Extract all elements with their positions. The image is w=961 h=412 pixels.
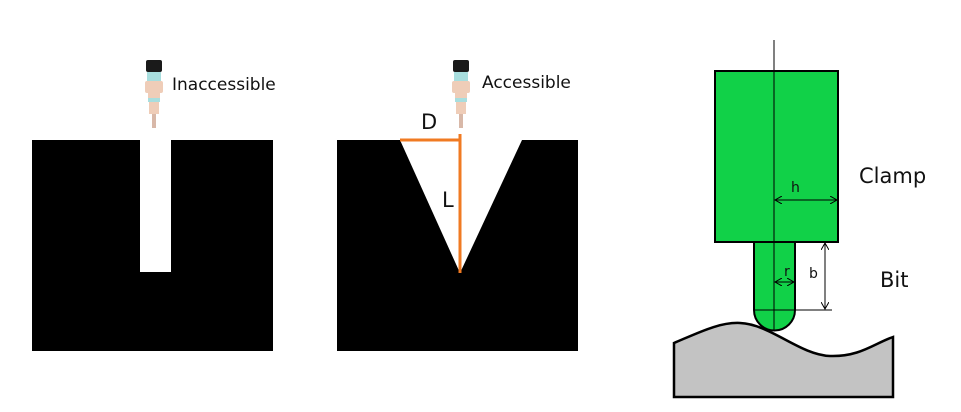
accessible-panel: Accessible D L: [337, 60, 578, 351]
dimension-b-label: b: [809, 266, 818, 282]
tool-geometry-panel: h b r Clamp Bit: [672, 40, 926, 399]
bit-label: Bit: [880, 268, 908, 292]
accessible-label: Accessible: [482, 73, 571, 93]
dimension-r-label: r: [784, 264, 790, 280]
cutting-tool-icon: [452, 60, 470, 128]
clamp-label: Clamp: [859, 164, 926, 188]
narrow-slot: [140, 140, 171, 272]
dimension-d-label: D: [421, 110, 437, 134]
dimension-l-label: L: [442, 188, 454, 212]
clamp: [714, 70, 839, 243]
dimension-h-label: h: [791, 180, 800, 196]
inaccessible-label: Inaccessible: [172, 75, 276, 95]
cutting-tool-icon: [145, 60, 163, 128]
inaccessible-panel: Inaccessible: [32, 60, 276, 351]
workpiece-surface: [672, 321, 895, 399]
